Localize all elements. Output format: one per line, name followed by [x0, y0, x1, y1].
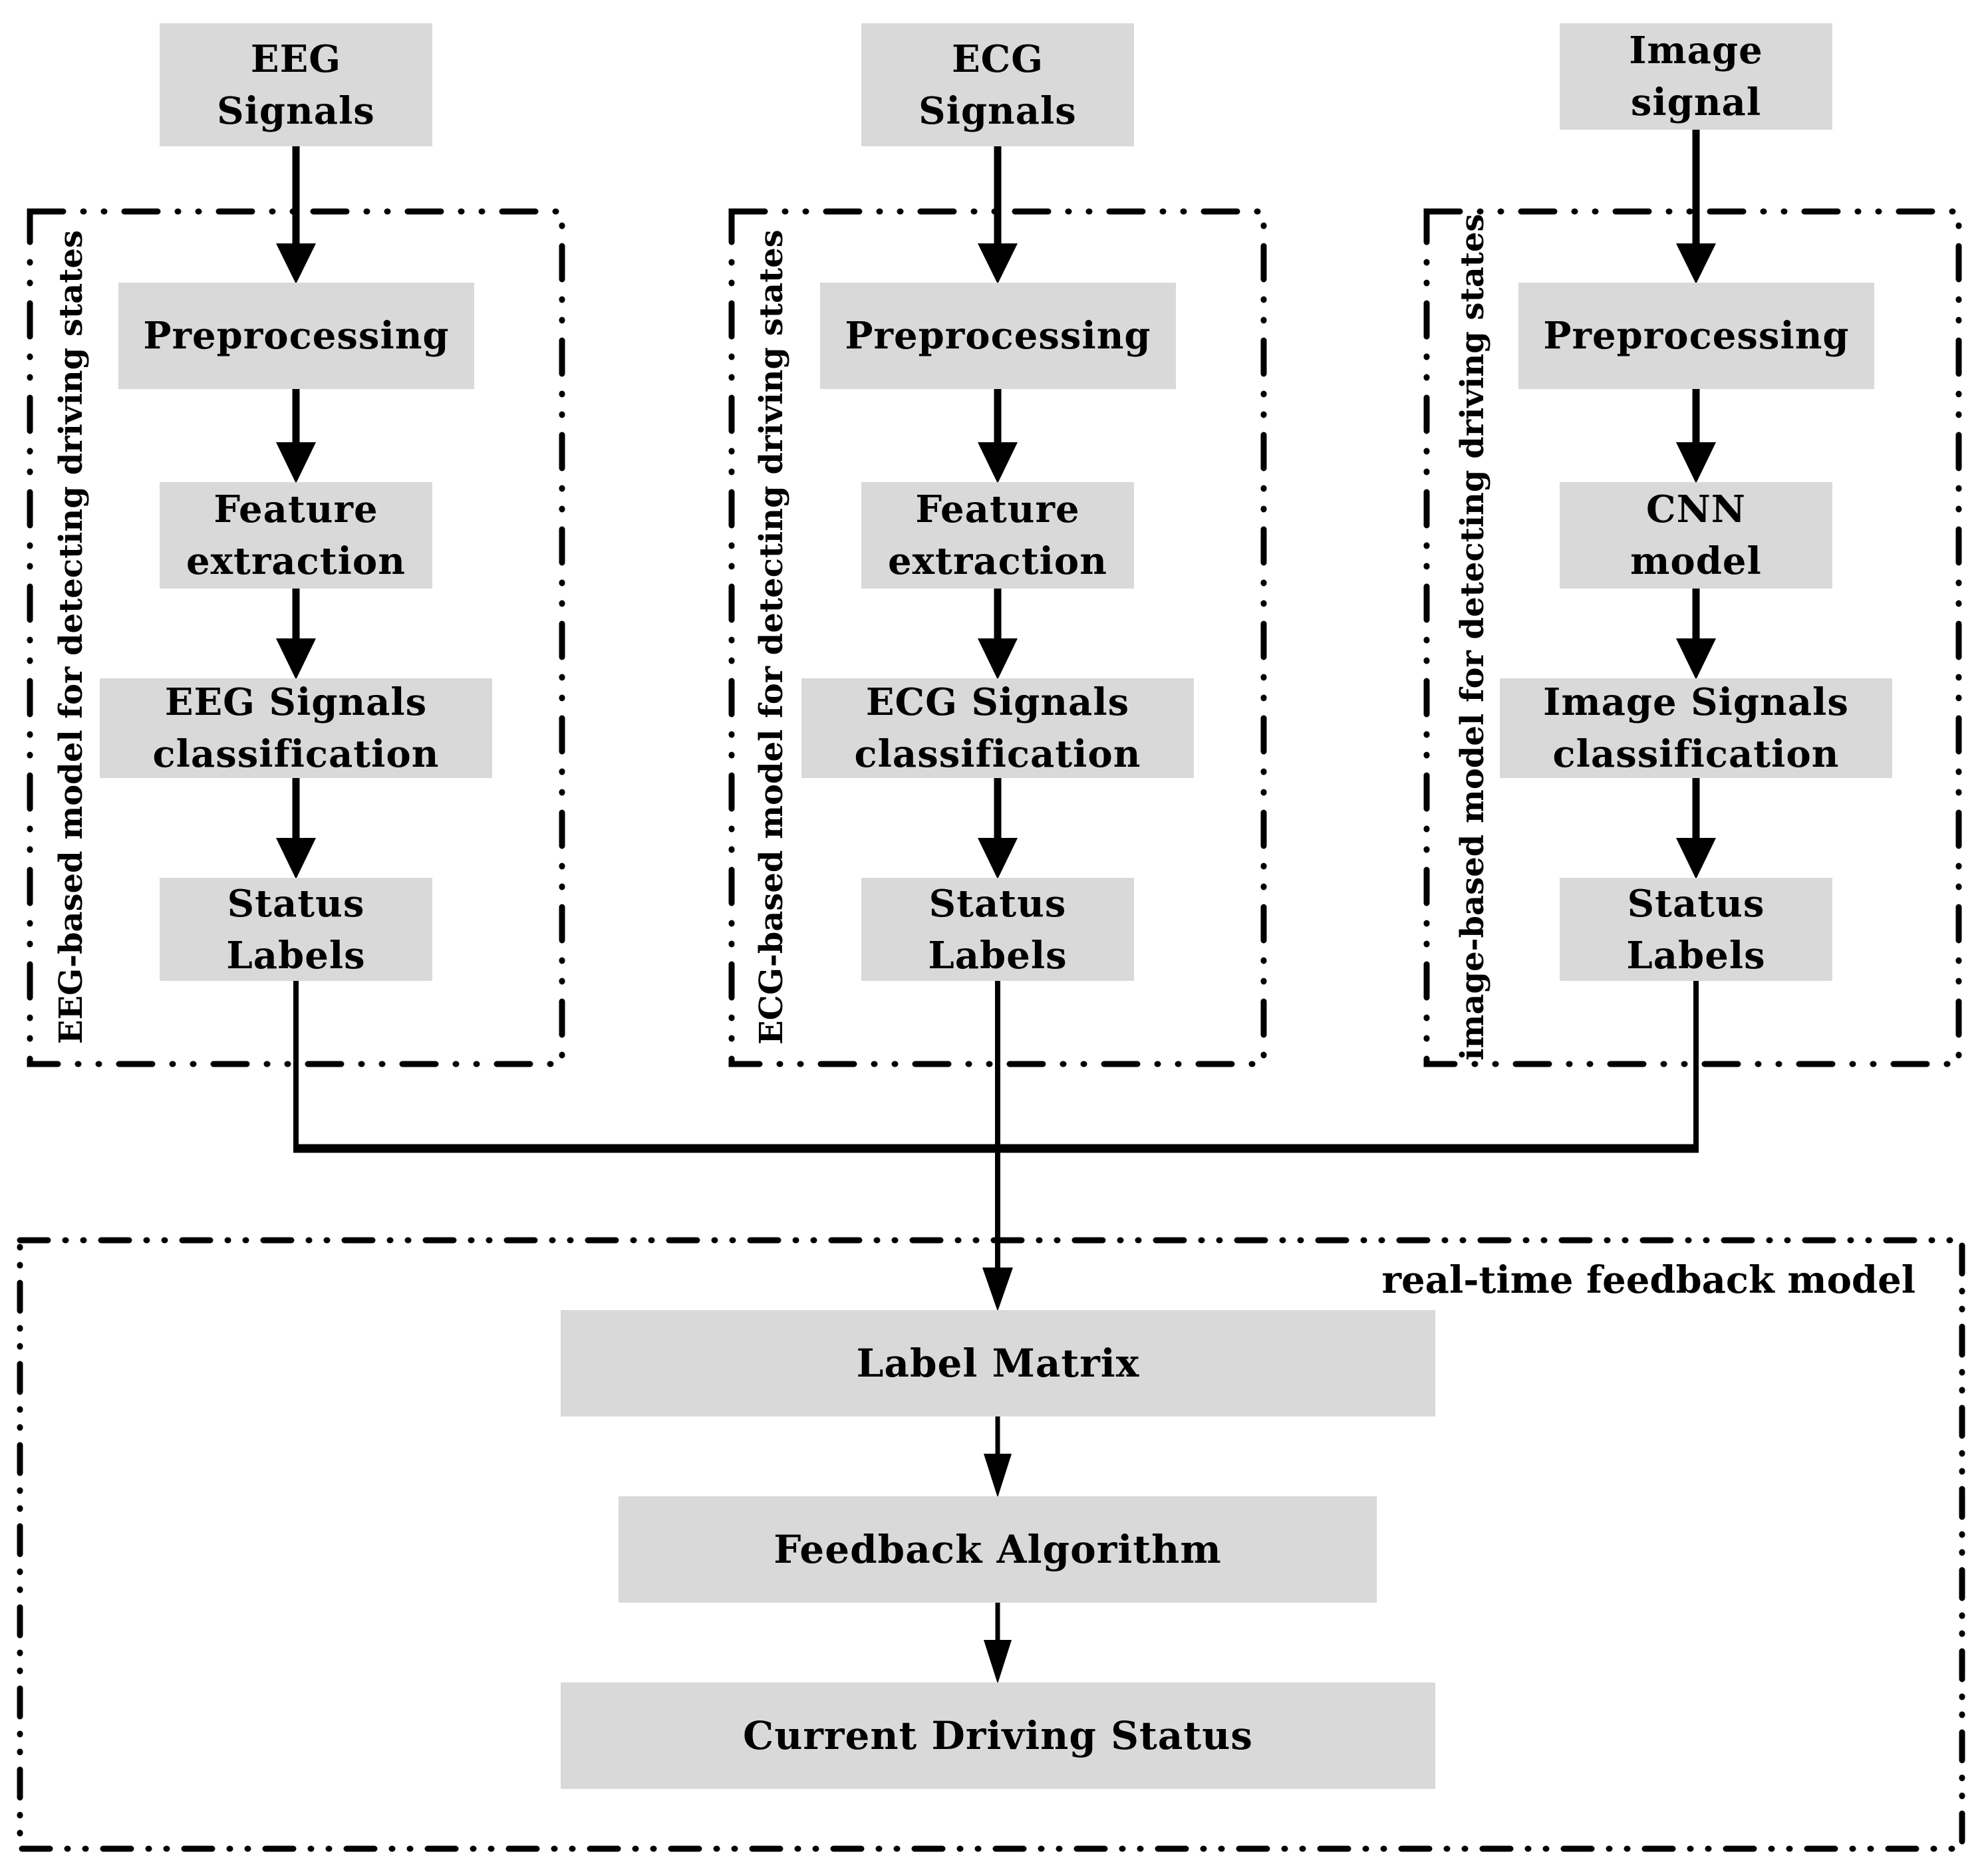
- eeg-status-label: Status Labels: [226, 881, 366, 978]
- image-preprocessing-box: Preprocessing: [1518, 283, 1874, 389]
- eeg-model-frame-label: EEG-based model for detecting driving st…: [53, 229, 90, 1045]
- ecg-status-label: Status Labels: [928, 881, 1067, 978]
- image-model-frame-label: image-based model for detecting driving …: [1454, 213, 1491, 1061]
- eeg-classification-label-line1: EEG Signals: [164, 680, 428, 724]
- eeg-source-arrow-head: [276, 243, 316, 284]
- ecg-preprocessing-label: Preprocessing: [845, 314, 1151, 358]
- eeg-status-labels-box: Status Labels: [160, 878, 432, 981]
- ecg-signals-source-box: ECG Signals: [861, 23, 1134, 146]
- feedback-algorithm-label: Feedback Algorithm: [774, 1527, 1222, 1572]
- image-cnn-model-box: CNN model: [1560, 482, 1832, 589]
- ecg-preprocessing-box: Preprocessing: [820, 283, 1176, 389]
- ecg-model-frame-label: ECG-based model for detecting driving st…: [753, 229, 790, 1045]
- image-classification-box: Image Signals classification: [1500, 678, 1892, 778]
- eeg-preprocessing-label: Preprocessing: [143, 314, 450, 358]
- image-status-labels-box: Status Labels: [1560, 878, 1832, 981]
- eeg-signals-source-box: EEG Signals: [160, 23, 432, 146]
- image-cnn-label-line2: model: [1630, 539, 1762, 583]
- merge-to-label-matrix-arrow-head: [982, 1268, 1013, 1311]
- eeg-feature-label-line2: extraction: [186, 539, 406, 583]
- current-driving-status-box: Current Driving Status: [561, 1682, 1435, 1789]
- ecg-status-labels-box: Status Labels: [861, 878, 1134, 981]
- image-preprocessing-arrow-head: [1676, 442, 1716, 483]
- current-driving-status-label: Current Driving Status: [743, 1713, 1253, 1758]
- ecg-source-label-line1: ECG: [951, 37, 1044, 81]
- feedback-algorithm-box: Feedback Algorithm: [619, 1496, 1377, 1603]
- image-classification-label-line2: classification: [1552, 732, 1840, 776]
- image-classification-label-line1: Image Signals: [1543, 680, 1849, 724]
- ecg-source-label-line2: Signals: [919, 88, 1077, 133]
- eeg-source-label-line1: EEG: [250, 37, 342, 81]
- image-cnn-arrow-head: [1676, 638, 1716, 680]
- eeg-feature-arrow-head: [276, 638, 316, 680]
- ecg-feature-arrow-head: [978, 638, 1018, 680]
- ecg-feature-label-line1: Feature: [915, 487, 1080, 531]
- image-preprocessing-label: Preprocessing: [1543, 314, 1850, 358]
- ecg-classification-label-line1: ECG Signals: [865, 680, 1130, 724]
- image-cnn-label-line1: CNN: [1646, 487, 1746, 531]
- label-matrix-box: Label Matrix: [561, 1310, 1435, 1416]
- eeg-classification-arrow-head: [276, 838, 316, 879]
- label-matrix-label: Label Matrix: [856, 1341, 1140, 1386]
- image-classification-arrow-head: [1676, 838, 1716, 879]
- feedback-model-frame-border: [17, 1237, 1965, 1852]
- ecg-classification-label-line2: classification: [854, 732, 1141, 776]
- eeg-classification-label-line2: classification: [152, 732, 440, 776]
- eeg-preprocessing-arrow-head: [276, 442, 316, 483]
- ecg-classification-box: ECG Signals classification: [801, 678, 1194, 778]
- image-source-arrow-head: [1676, 243, 1716, 284]
- ecg-feature-label-line2: extraction: [888, 539, 1107, 583]
- ecg-classification-arrow-head: [978, 838, 1018, 879]
- ecg-source-arrow-head: [978, 243, 1018, 284]
- eeg-feature-extraction-box: Feature extraction: [160, 482, 432, 589]
- eeg-feature-label-line1: Feature: [213, 487, 378, 531]
- eeg-classification-box: EEG Signals classification: [100, 678, 492, 778]
- feedback-model-frame-label: real-time feedback model: [1381, 1258, 1915, 1302]
- eeg-source-label-line2: Signals: [217, 88, 375, 133]
- eeg-preprocessing-box: Preprocessing: [118, 283, 474, 389]
- feedback-algorithm-arrow-head: [984, 1640, 1012, 1684]
- image-status-label: Status Labels: [1626, 881, 1766, 978]
- ecg-feature-extraction-box: Feature extraction: [861, 482, 1134, 589]
- image-signal-source-box: Image signal: [1560, 23, 1832, 130]
- label-matrix-arrow-head: [984, 1454, 1012, 1498]
- ecg-preprocessing-arrow-head: [978, 442, 1018, 483]
- image-source-label: Image signal: [1629, 29, 1763, 124]
